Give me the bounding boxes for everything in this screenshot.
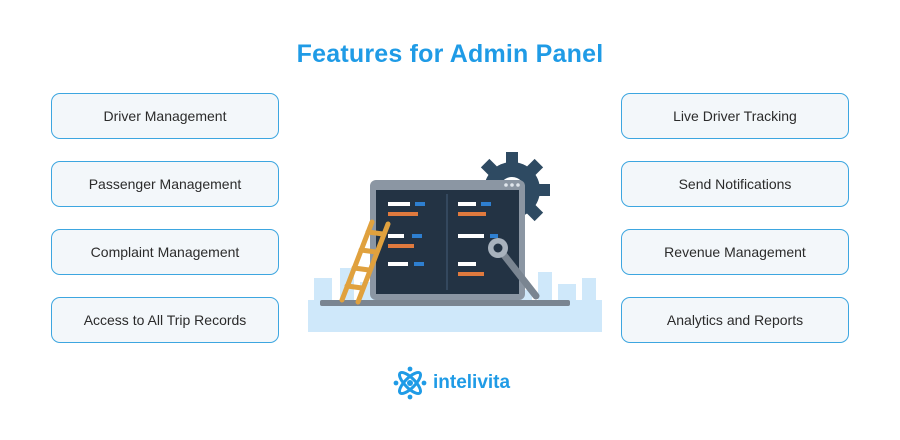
feature-label: Revenue Management — [664, 244, 806, 260]
feature-label: Send Notifications — [678, 176, 792, 192]
feature-revenue-management: Revenue Management — [621, 229, 849, 275]
feature-analytics-reports: Analytics and Reports — [621, 297, 849, 343]
feature-driver-management: Driver Management — [51, 93, 279, 139]
feature-trip-records: Access to All Trip Records — [51, 297, 279, 343]
page-title: Features for Admin Panel — [296, 40, 604, 68]
feature-label: Live Driver Tracking — [673, 108, 797, 124]
brand-name: intelivita — [433, 372, 511, 393]
feature-label: Passenger Management — [88, 176, 242, 192]
feature-live-driver-tracking: Live Driver Tracking — [621, 93, 849, 139]
feature-label: Driver Management — [103, 108, 227, 124]
wrench-icon — [488, 238, 540, 300]
admin-illustration — [308, 152, 602, 332]
feature-label: Complaint Management — [90, 244, 240, 260]
feature-passenger-management: Passenger Management — [51, 161, 279, 207]
ladder-icon — [339, 219, 391, 305]
brand-logo: intelivita — [393, 366, 510, 400]
feature-send-notifications: Send Notifications — [621, 161, 849, 207]
feature-label: Analytics and Reports — [666, 312, 804, 328]
atom-logo-icon — [393, 366, 427, 400]
feature-label: Access to All Trip Records — [83, 312, 247, 328]
feature-complaint-management: Complaint Management — [51, 229, 279, 275]
